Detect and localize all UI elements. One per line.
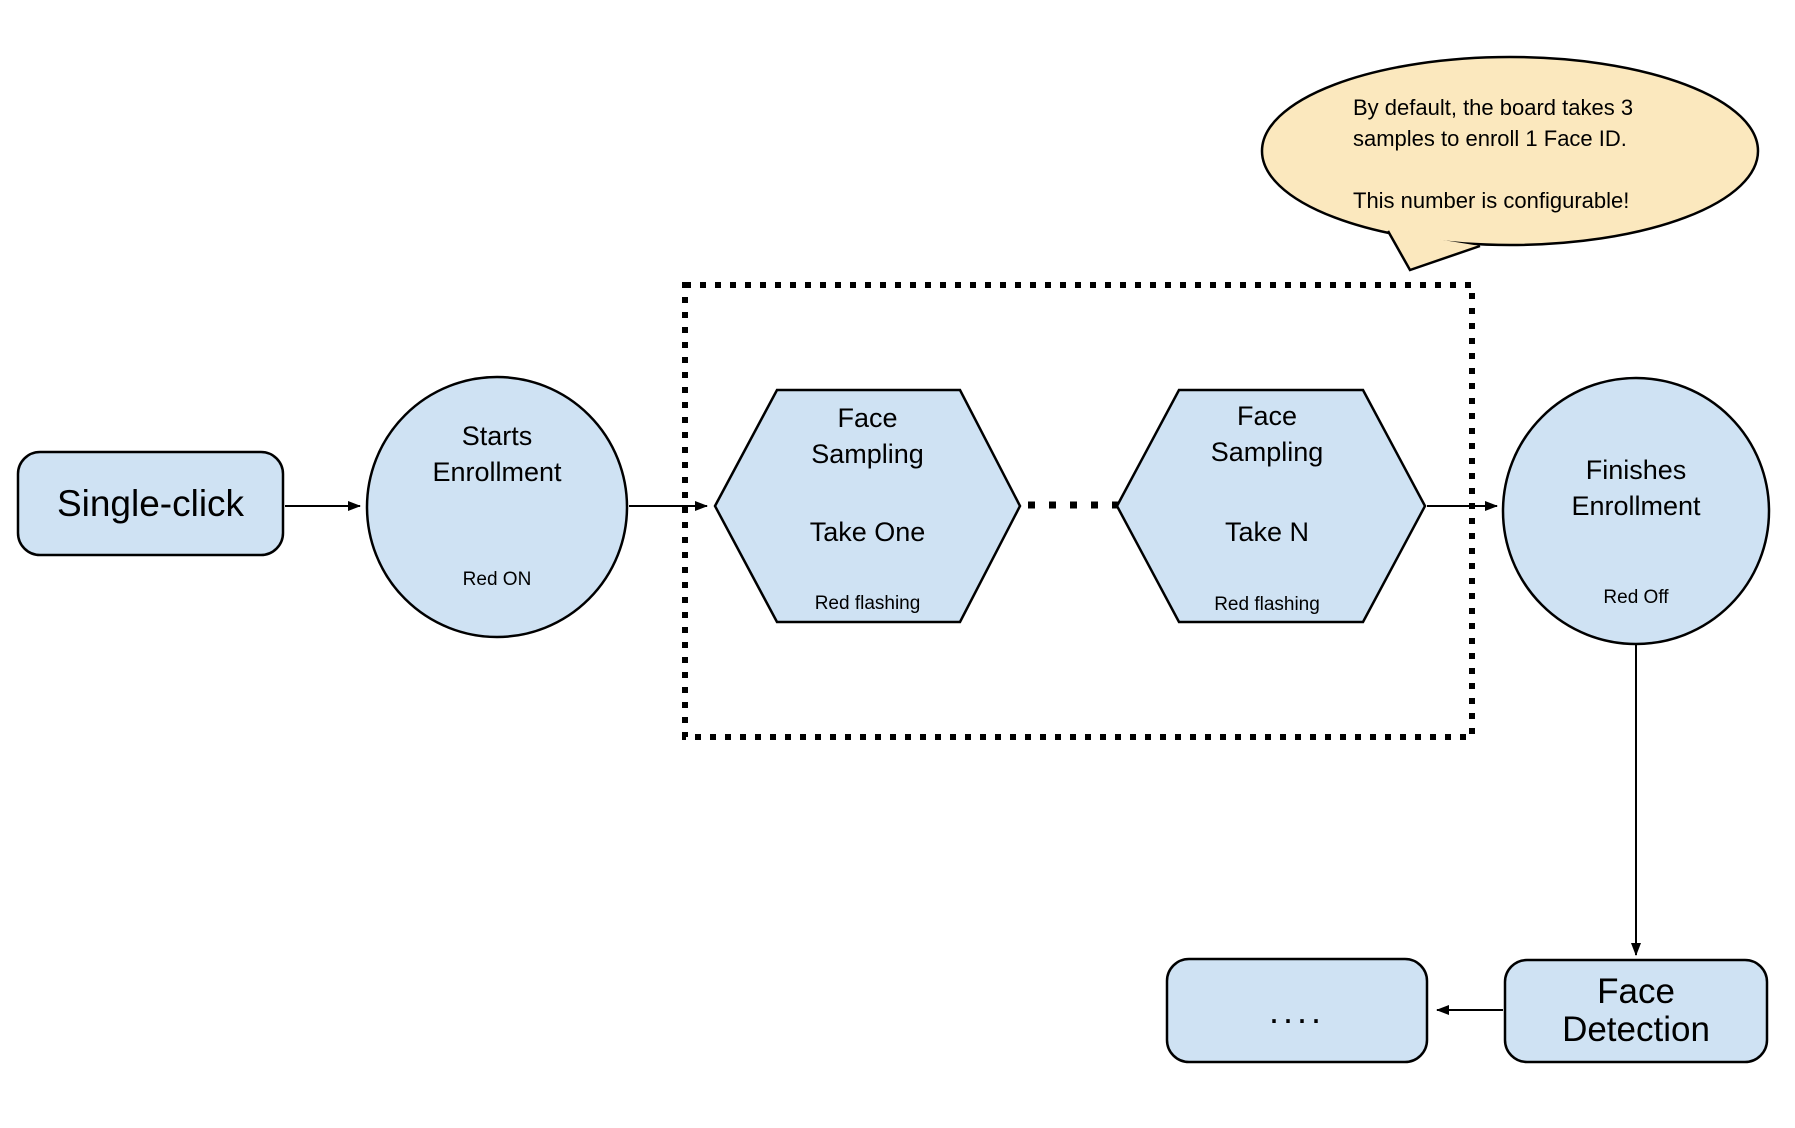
callout-bubble-shape — [1260, 55, 1760, 247]
callout-text-line2: samples to enroll 1 Face ID. — [1353, 126, 1627, 151]
face-sampling-n-node-shape — [1115, 388, 1427, 624]
loop-group-dotted-border — [682, 282, 1475, 740]
callout-text-line1: By default, the board takes 3 — [1353, 95, 1634, 120]
callout-text: By default, the board takes 3 samples to… — [1353, 92, 1693, 216]
single-click-node-shape — [16, 450, 285, 557]
callout-text-spacer — [1353, 154, 1693, 185]
starts-enrollment-node-shape — [365, 375, 629, 639]
face-detection-node-shape — [1503, 958, 1769, 1064]
callout-bubble-tail — [1386, 230, 1481, 272]
face-sampling-one-node-shape — [713, 388, 1022, 624]
continuation-node-shape — [1165, 957, 1429, 1064]
callout-text-line3: This number is configurable! — [1353, 188, 1630, 213]
finishes-enrollment-node-shape — [1501, 376, 1771, 646]
